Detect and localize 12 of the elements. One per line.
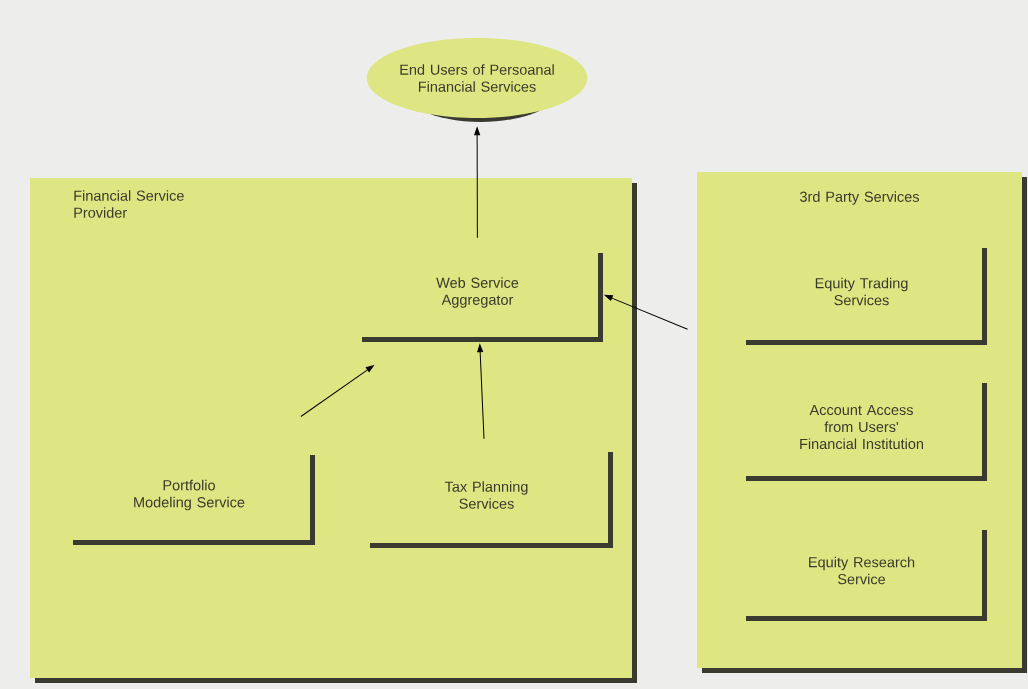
arrow (300, 365, 374, 417)
arrow (604, 294, 689, 330)
process-box: Equity Trading Services (741, 243, 987, 345)
arrow (474, 127, 481, 239)
process-box: Web Service Aggregator (357, 248, 603, 342)
ellipse-node: End Users of Persoanal Financial Services (366, 38, 588, 122)
process-box: Account Access from Users' Financial Institution (741, 378, 987, 481)
process-box: Tax Planning Services (365, 447, 613, 548)
node-label: Equity Trading Services (815, 277, 908, 306)
arrow (477, 344, 485, 440)
process-box: Equity Research Service (741, 525, 987, 621)
process-box: Portfolio Modeling Service (68, 450, 315, 545)
